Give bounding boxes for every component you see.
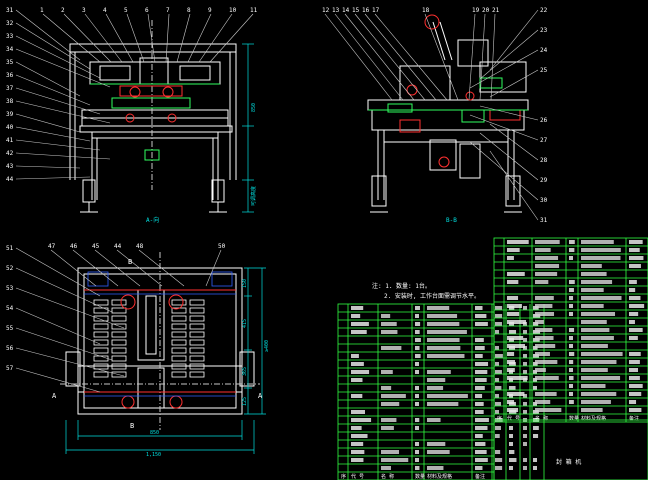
- table-footer-cell: 名 称: [381, 473, 394, 480]
- callout-label: 8: [187, 7, 191, 14]
- plan-dim-5: 125: [242, 397, 248, 406]
- front-dim-height: 850: [251, 103, 257, 112]
- callout-label: 15: [352, 7, 360, 14]
- callout-label: 12: [322, 7, 330, 14]
- side-view-caption: B-B: [446, 217, 457, 224]
- callout-label: 43: [6, 163, 14, 170]
- callout-label: 26: [540, 117, 548, 124]
- callout-label: 50: [218, 243, 226, 250]
- callout-label: 14: [342, 7, 350, 14]
- callout-label: 23: [540, 27, 548, 34]
- callout-label: 35: [6, 59, 14, 66]
- callout-label: 54: [6, 305, 14, 312]
- table-footer-cell: 序: [341, 473, 346, 480]
- callout-label: 5: [124, 7, 128, 14]
- callout-label: 40: [6, 124, 14, 131]
- plan-dim-1: 150: [242, 279, 248, 288]
- callout-label: 45: [92, 243, 100, 250]
- section-mark-a-right: A: [258, 392, 263, 400]
- callout-label: 31: [540, 217, 548, 224]
- plan-dim-overall: 1,150: [146, 452, 161, 458]
- table-footer-cell: 数量: [415, 473, 425, 480]
- title-block: 封 箱 机: [493, 419, 648, 480]
- callout-label: 36: [6, 72, 14, 79]
- callout-label: 13: [332, 7, 340, 14]
- callout-label: 33: [6, 33, 14, 40]
- callout-label: 29: [540, 177, 548, 184]
- note-line-1: 注: 1. 数量: 1台。: [372, 282, 431, 290]
- callout-label: 39: [6, 111, 14, 118]
- table-footer-cell: 序: [497, 415, 502, 422]
- callout-label: 51: [6, 245, 14, 252]
- table-footer-cell: 代 号: [507, 415, 520, 422]
- technical-notes: 注: 1. 数量: 1台。 2. 安装时, 工作台面需调节水平。: [372, 282, 480, 300]
- callout-label: 30: [540, 197, 548, 204]
- callout-label: 57: [6, 365, 14, 372]
- callout-label: 38: [6, 98, 14, 105]
- callout-label: 6: [145, 7, 149, 14]
- table-footer-cell: 材料及规格: [427, 473, 452, 480]
- callout-label: 2: [61, 7, 65, 14]
- callout-label: 1: [40, 7, 44, 14]
- callout-label: 21: [492, 7, 500, 14]
- front-dim-adjustable: 可调高度: [250, 186, 257, 206]
- callout-label: 55: [6, 325, 14, 332]
- callout-label: 16: [362, 7, 370, 14]
- callout-label: 56: [6, 345, 14, 352]
- callout-label: 44: [6, 176, 14, 183]
- callout-label: 46: [70, 243, 78, 250]
- plan-dim-width: 850: [150, 430, 159, 436]
- callout-label: 17: [372, 7, 380, 14]
- callout-label: 20: [482, 7, 490, 14]
- callout-label: 37: [6, 85, 14, 92]
- callout-label: 7: [166, 7, 170, 14]
- callout-label: 19: [472, 7, 480, 14]
- table-footer-cell: 代 号: [351, 473, 364, 480]
- callout-label: 34: [6, 46, 14, 53]
- drawing-title: 封 箱 机: [556, 458, 581, 466]
- plan-dim-3: ≥400: [264, 340, 270, 352]
- callout-label: 25: [540, 67, 548, 74]
- callout-label: 22: [540, 7, 548, 14]
- table-footer-cell: 名 称: [535, 415, 548, 422]
- callout-label: 48: [136, 243, 144, 250]
- table-footer-cell: 材料及规格: [581, 415, 606, 422]
- table-footer-cell: 数量: [569, 415, 579, 422]
- front-view-caption: A-向: [146, 216, 159, 224]
- callout-label: 32: [6, 20, 14, 27]
- callout-label: 10: [229, 7, 237, 14]
- callout-label: 47: [48, 243, 56, 250]
- callout-label: 28: [540, 157, 548, 164]
- callout-label: 31: [6, 7, 14, 14]
- callout-label: 3: [82, 7, 86, 14]
- table-footer-cell: 备注: [475, 473, 485, 480]
- section-mark-a-left: A: [52, 392, 57, 400]
- section-mark-b-top: B: [128, 258, 132, 266]
- parts-list-right: 序代 号 名 称 数量材料及规格 备注: [493, 237, 648, 423]
- plan-dim-2: 415: [242, 319, 248, 328]
- callout-label: 53: [6, 285, 14, 292]
- callout-label: 41: [6, 137, 14, 144]
- section-mark-b-bottom: B: [130, 422, 134, 430]
- callout-label: 18: [422, 7, 430, 14]
- callout-label: 42: [6, 150, 14, 157]
- callout-label: 52: [6, 265, 14, 272]
- callout-label: 4: [103, 7, 107, 14]
- callout-label: 24: [540, 47, 548, 54]
- callout-label: 11: [250, 7, 258, 14]
- callout-label: 27: [540, 137, 548, 144]
- callout-label: 9: [208, 7, 212, 14]
- table-footer-cell: 备注: [629, 415, 639, 422]
- callout-label: 44: [114, 243, 122, 250]
- note-line-2: 2. 安装时, 工作台面需调节水平。: [384, 292, 480, 300]
- plan-dim-4: 365: [242, 367, 248, 376]
